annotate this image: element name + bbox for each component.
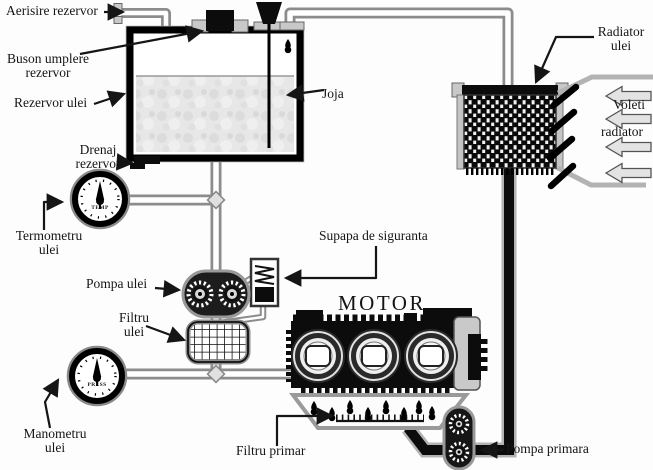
pipe-tank-to-radiator: [284, 7, 514, 92]
arrow-filtru-ulei: [145, 324, 187, 343]
flywheel-gear: [468, 334, 481, 380]
label-aerisire-rezervor: Aerisire rezervor: [6, 3, 98, 18]
breather-flange-bottom: [113, 16, 123, 24]
valve-plunger: [255, 287, 274, 302]
label-joja: Joja: [322, 86, 344, 101]
oil-pump: [181, 269, 251, 319]
filler-cap: [206, 10, 234, 31]
label-voleti-radiator: radiator: [601, 124, 643, 139]
oil-pipes: [113, 3, 514, 384]
relief-valve: [249, 257, 280, 308]
label-filtru-ulei: Filtru ulei: [118, 310, 149, 339]
label-radiator-ulei: Radiator ulei: [597, 24, 645, 53]
label-drenaj-rezervor: Drenaj rezervor: [75, 142, 121, 171]
scavenge-pump: [442, 405, 476, 470]
label-motor: MOTOR: [338, 291, 426, 315]
oil-filter: [185, 319, 251, 365]
drain-plug: [134, 156, 160, 164]
cylinder-2: [347, 329, 401, 383]
cylinder-3: [404, 329, 458, 383]
callout-arrows: [42, 3, 594, 459]
arrow-pompa-ulei: [154, 279, 182, 298]
label-termometru-ulei: Termometru ulei: [15, 228, 83, 257]
air-duct-top: [556, 74, 653, 96]
tank-outlet-flange: [277, 21, 305, 31]
radiator-header: [462, 85, 558, 95]
temperature-gauge: [69, 168, 131, 230]
label-pompa-ulei: Pompa ulei: [86, 276, 148, 291]
engine-block: [286, 308, 488, 430]
label-buson-umplere: Buson umplere rezervor: [6, 51, 90, 80]
cylinder-1: [291, 329, 345, 383]
valve-spring: [254, 265, 275, 285]
label-filtru-primar: Filtru primar: [236, 443, 306, 458]
arrow-filtru-primar: [275, 407, 335, 446]
press-gauge-text: PRESS: [87, 382, 107, 388]
arrow-manometru: [42, 378, 60, 429]
oil-tank: [125, 2, 305, 169]
label-manometru-ulei: Manometru ulei: [23, 426, 87, 455]
oil-radiator: [451, 74, 653, 190]
pipe-junction-thermometer: [206, 190, 226, 210]
radiator-core: [463, 94, 557, 169]
label-supapa-de-siguranta: Supapa de siguranta: [319, 228, 428, 243]
arrow-joja: [285, 84, 325, 102]
arrow-buson: [79, 25, 205, 56]
arrow-radiator: [534, 35, 594, 85]
pressure-gauge: [66, 345, 128, 407]
oil-pan: [288, 393, 471, 430]
label-pompa-primara: Pompa primara: [506, 441, 589, 456]
dipstick-handle: [256, 2, 282, 24]
arrow-drenaj: [116, 153, 135, 171]
label-rezervor-ulei: Rezervor ulei: [14, 95, 88, 110]
arrow-supapa: [283, 246, 378, 287]
airflow-arrow-icons: [604, 85, 652, 184]
label-voleti: Voleti: [613, 97, 646, 112]
breather-flange-top: [113, 3, 123, 11]
louver-blades: [546, 83, 580, 190]
arrow-rezervor: [93, 90, 127, 108]
pipe-junction-gallery: [206, 364, 226, 384]
temp-gauge-text: TEMP: [91, 205, 109, 211]
gauge-needle: [95, 181, 105, 200]
gauge-needle: [92, 358, 102, 377]
arrow-termometru: [42, 193, 65, 230]
